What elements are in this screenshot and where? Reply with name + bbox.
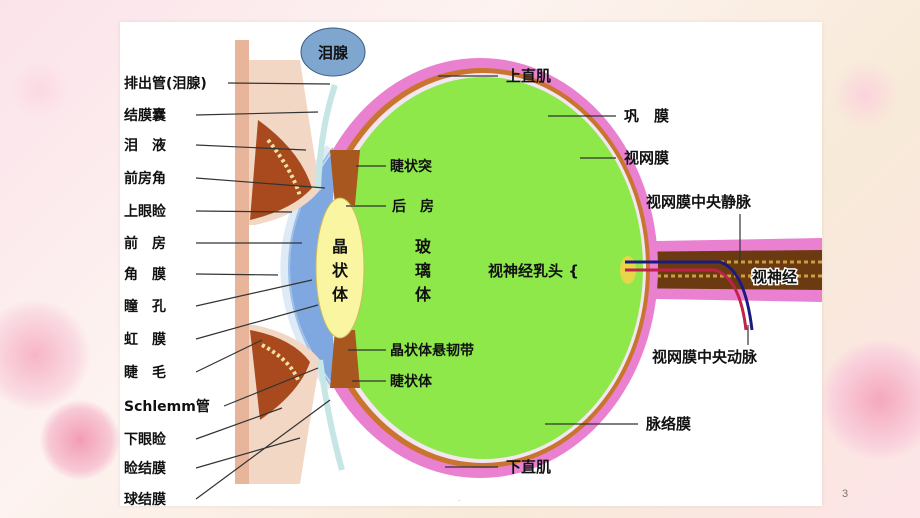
leader-line bbox=[195, 210, 293, 213]
upper-tarsal-texture bbox=[266, 138, 302, 197]
superior-rectus-label: 上直肌 bbox=[506, 67, 551, 85]
footer-dot: . bbox=[458, 494, 461, 503]
ciliary-body-label: 睫状体 bbox=[390, 373, 433, 390]
lens bbox=[315, 197, 365, 339]
optic-nerve-label: 视神经 bbox=[752, 268, 797, 286]
conjunctiva-lower bbox=[317, 359, 345, 471]
vitreous-label-1: 玻 bbox=[415, 237, 432, 256]
lacrimal-gland-label: 泪腺 bbox=[318, 44, 349, 62]
leader-line bbox=[195, 399, 331, 500]
vitreous-body bbox=[325, 77, 643, 459]
zonule-label: 晶状体悬韧带 bbox=[390, 342, 474, 359]
left-label: 前房角 bbox=[124, 170, 166, 187]
left-label: 结膜囊 bbox=[124, 107, 167, 124]
lens-label-3: 体 bbox=[332, 285, 349, 304]
posterior-chamber-label: 后 房 bbox=[392, 198, 434, 215]
flower-decoration bbox=[0, 300, 90, 410]
flower-decoration bbox=[10, 60, 70, 120]
left-label: 泪 液 bbox=[124, 137, 167, 154]
flower-decoration bbox=[830, 60, 900, 130]
left-label: Schlemm管 bbox=[124, 398, 210, 415]
left-label: 瞳 孔 bbox=[124, 298, 166, 315]
conjunctiva-upper bbox=[315, 84, 338, 191]
leader-line bbox=[195, 339, 263, 373]
ciliary-body-top bbox=[330, 150, 360, 205]
central-vein-label: 视网膜中央静脉 bbox=[646, 193, 752, 211]
leader-line bbox=[195, 304, 319, 340]
lens-label-1: 晶 bbox=[332, 237, 348, 256]
flower-decoration bbox=[820, 340, 920, 460]
lower-tarsal bbox=[250, 330, 310, 420]
left-label: 下眼睑 bbox=[124, 431, 166, 448]
left-label: 睫 毛 bbox=[124, 364, 166, 381]
optic-disc-label: 视神经乳头 { bbox=[488, 262, 579, 280]
upper-tarsal bbox=[250, 120, 312, 220]
retina-label: 视网膜 bbox=[624, 149, 669, 167]
lacrimal-gland bbox=[300, 27, 366, 77]
leader-line bbox=[195, 437, 301, 469]
central-artery-label: 视网膜中央动脉 bbox=[652, 348, 758, 366]
ciliary-process-label: 睫状突 bbox=[390, 158, 432, 175]
leader-line bbox=[195, 279, 313, 307]
leader-line bbox=[195, 144, 307, 151]
left-label: 虹 膜 bbox=[124, 331, 166, 348]
sclera-label: 巩 膜 bbox=[624, 107, 669, 125]
leader-line bbox=[223, 367, 319, 407]
leader-line bbox=[227, 82, 331, 85]
left-label: 前 房 bbox=[124, 235, 166, 252]
vitreous-label-3: 体 bbox=[415, 285, 432, 304]
central-retinal-vein bbox=[625, 260, 754, 331]
leader-line bbox=[195, 111, 319, 116]
leader-line bbox=[195, 273, 279, 276]
page-number: 3 bbox=[842, 488, 849, 500]
choroid-label: 脉络膜 bbox=[645, 415, 691, 433]
right-labels: 上直肌 巩 膜 视网膜 视网膜中央静脉 视神经 视网膜中央动脉 脉络膜 下直肌 … bbox=[332, 67, 799, 476]
central-retinal-artery bbox=[625, 268, 748, 331]
lens-label-2: 状 bbox=[332, 261, 349, 280]
vitreous-label-2: 璃 bbox=[415, 261, 431, 280]
left-label: 角 膜 bbox=[124, 266, 166, 283]
left-label: 排出管(泪腺) bbox=[124, 75, 207, 92]
leader-line bbox=[195, 407, 283, 440]
skin-layer bbox=[235, 40, 249, 484]
ciliary-body-bottom bbox=[330, 330, 360, 388]
left-label: 上眼睑 bbox=[124, 203, 166, 220]
flower-decoration bbox=[40, 400, 120, 480]
leader-line bbox=[195, 177, 326, 189]
left-label: 睑结膜 bbox=[124, 460, 166, 477]
left-label: 球结膜 bbox=[124, 491, 166, 508]
inferior-rectus-label: 下直肌 bbox=[506, 458, 551, 476]
